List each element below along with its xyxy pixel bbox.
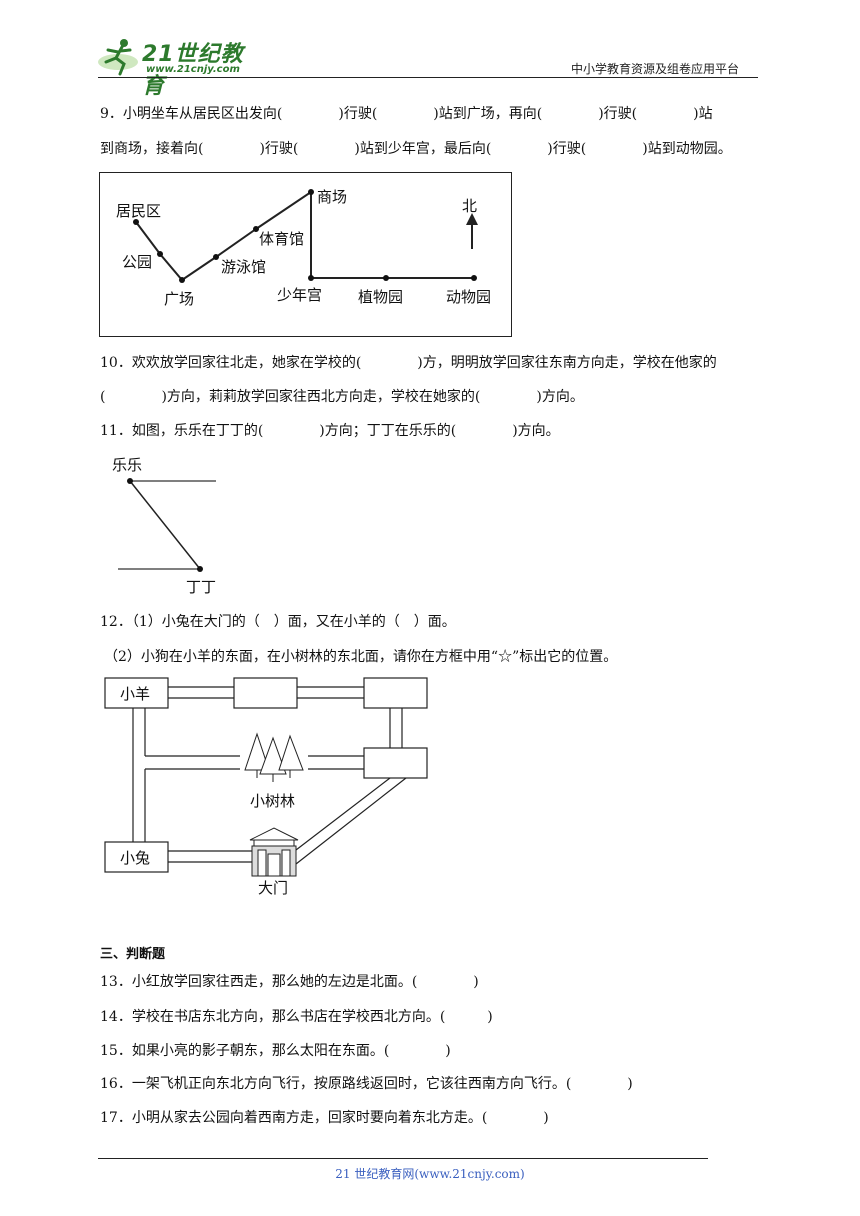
label-pool: 游泳馆 (221, 258, 267, 276)
label-youth-palace: 少年宫 (277, 286, 323, 304)
footer-text: 21 世纪教育网(www.21cnjy.com) (335, 1167, 525, 1181)
grove-trees-icon (244, 732, 304, 782)
q9-line2: 到商场，接着向( )行驶( )站到少年宫，最后向( )行驶( )站到动物园。 (100, 141, 732, 157)
q14: 14．学校在书店东北方向，那么书店在学校西北方向。( ) (100, 1009, 493, 1025)
label-dingding: 丁丁 (186, 578, 217, 596)
q17: 17．小明从家去公园向着西南方走，回家时要向着东北方走。( ) (100, 1110, 549, 1126)
platform-name: 中小学教育资源及组卷应用平台 (571, 62, 740, 76)
fig11-diagram: 乐乐 丁丁 (110, 452, 240, 602)
map12-diagram: 小羊 小兔 小树林 大门 (100, 672, 440, 902)
label-zoo: 动物园 (446, 288, 492, 306)
q10-line1: 10．欢欢放学回家往北走，她家在学校的( )方，明明放学回家往东南方向走，学校在… (100, 355, 717, 371)
box-rabbit (104, 841, 169, 873)
gate-icon (249, 827, 299, 877)
header-logo: 21世纪教育 www.21cnjy.com (96, 34, 266, 99)
q11: 11．如图，乐乐在丁丁的( )方向；丁丁在乐乐的( )方向。 (100, 423, 560, 439)
q12-part1: 12．（1）小兔在大门的（ ）面，又在小羊的（ ）面。 (100, 614, 456, 630)
label-sheep: 小羊 (120, 685, 151, 703)
label-mall: 商场 (317, 188, 348, 206)
section3-title: 三、判断题 (100, 947, 166, 962)
q9-line1: 9．小明坐车从居民区出发向( )行驶( )站到广场，再向( )行驶( )站 (100, 106, 713, 122)
label-gate: 大门 (258, 879, 289, 897)
header-rule (98, 77, 758, 78)
footer-rule (98, 1158, 708, 1159)
label-botanical: 植物园 (358, 288, 404, 306)
north-arrow-icon (466, 213, 478, 249)
q13: 13．小红放学回家往西走，那么她的左边是北面。( ) (100, 974, 479, 990)
q10-line2: ( )方向，莉莉放学回家往西北方向走，学校在她家的( )方向。 (100, 389, 584, 405)
box-sheep (104, 677, 169, 709)
q16: 16．一架飞机正向东北方向飞行，按原路线返回时，它该往西南方向飞行。( ) (100, 1076, 633, 1092)
q12-part2: （2）小狗在小羊的东面，在小树林的东北面，请你在方框中用“☆”标出它的位置。 (104, 649, 618, 665)
label-rabbit: 小兔 (120, 849, 151, 867)
label-lele: 乐乐 (112, 456, 143, 474)
label-grove: 小树林 (250, 792, 296, 810)
box-middle-top (233, 677, 298, 709)
label-residential: 居民区 (116, 202, 162, 220)
label-square: 广场 (164, 290, 195, 308)
label-north: 北 (462, 197, 478, 215)
box-right-top (363, 677, 428, 709)
logo-url: www.21cnjy.com (146, 64, 240, 75)
label-park: 公园 (122, 253, 153, 271)
q15: 15．如果小亮的影子朝东，那么太阳在东面。( ) (100, 1043, 451, 1059)
logo-text: 21世纪教育 (142, 42, 244, 99)
runner-logo-icon (98, 39, 138, 76)
box-right-mid (363, 747, 428, 779)
route-map: 居民区 公园 广场 游泳馆 体育馆 商场 少年宫 植物园 动物园 北 (99, 172, 512, 337)
label-gym: 体育馆 (259, 230, 305, 248)
